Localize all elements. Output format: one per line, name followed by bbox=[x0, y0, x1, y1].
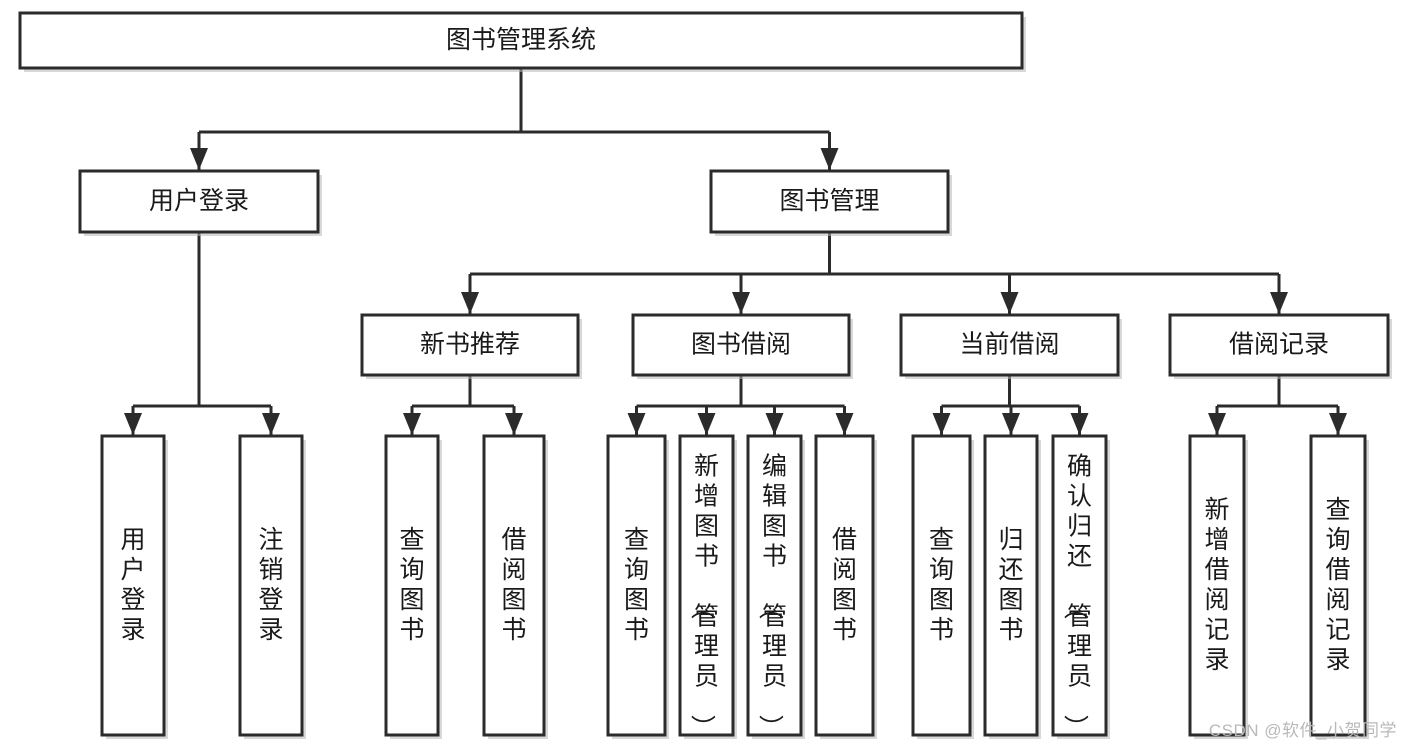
node-label: 借阅图书 bbox=[501, 526, 526, 644]
node-leaf-borrow-book-1[interactable]: 借阅图书 bbox=[482, 434, 548, 739]
arrow-head-icon bbox=[505, 413, 523, 435]
node-label: 用户登录 bbox=[149, 187, 249, 215]
node-label: 查询借阅记录 bbox=[1325, 496, 1350, 674]
node-label: 新增图书（管理员） bbox=[688, 453, 719, 740]
node-label: 当前借阅 bbox=[959, 331, 1059, 359]
node-label: 用户登录 bbox=[120, 526, 145, 644]
node-leaf-query-book-3[interactable]: 查询图书 bbox=[911, 434, 974, 739]
node-label: 借阅图书 bbox=[832, 526, 857, 644]
node-leaf-add-borrow-record[interactable]: 新增借阅记录 bbox=[1188, 434, 1248, 739]
node-label: 归还图书 bbox=[998, 526, 1023, 644]
node-root[interactable]: 图书管理系统 bbox=[18, 11, 1026, 72]
arrow-head-icon bbox=[932, 413, 951, 435]
arrow-head-icon bbox=[124, 413, 142, 435]
node-label: 新书推荐 bbox=[420, 331, 520, 359]
node-label: 图书管理 bbox=[779, 187, 879, 215]
node-current-borrow[interactable]: 当前借阅 bbox=[899, 313, 1122, 379]
node-label: 注销登录 bbox=[258, 526, 283, 644]
arrow-head-icon bbox=[1000, 292, 1019, 314]
node-leaf-edit-book[interactable]: 编辑图书（管理员） bbox=[746, 434, 805, 740]
arrow-head-icon bbox=[835, 413, 854, 435]
arrow-head-icon bbox=[190, 148, 208, 170]
node-label: 查询图书 bbox=[399, 526, 424, 644]
arrow-head-icon bbox=[1002, 413, 1020, 435]
node-label: 确认归还（管理员） bbox=[1061, 453, 1092, 740]
arrow-head-icon bbox=[461, 292, 479, 314]
node-borrow-record[interactable]: 借阅记录 bbox=[1168, 313, 1392, 379]
arrow-head-icon bbox=[1329, 413, 1347, 435]
node-leaf-add-book[interactable]: 新增图书（管理员） bbox=[678, 434, 737, 740]
node-leaf-user-login[interactable]: 用户登录 bbox=[100, 434, 168, 739]
node-user-login[interactable]: 用户登录 bbox=[78, 169, 322, 236]
node-book-borrow[interactable]: 图书借阅 bbox=[631, 313, 853, 379]
node-layer: 图书管理系统用户登录图书管理新书推荐图书借阅当前借阅借阅记录用户登录注销登录查询… bbox=[18, 11, 1392, 740]
node-new-book-recommend[interactable]: 新书推荐 bbox=[360, 313, 582, 379]
connector-layer bbox=[124, 68, 1347, 435]
arrow-head-icon bbox=[403, 413, 421, 435]
node-label: 图书借阅 bbox=[691, 331, 791, 359]
node-label: 查询图书 bbox=[929, 526, 954, 644]
arrow-head-icon bbox=[697, 413, 716, 435]
arrow-head-icon bbox=[1070, 413, 1089, 435]
node-label: 新增借阅记录 bbox=[1204, 496, 1229, 674]
node-label: 编辑图书（管理员） bbox=[756, 453, 787, 740]
node-leaf-return-book[interactable]: 归还图书 bbox=[983, 434, 1041, 739]
node-book-manage[interactable]: 图书管理 bbox=[709, 169, 952, 236]
node-leaf-borrow-book-2[interactable]: 借阅图书 bbox=[814, 434, 877, 739]
node-leaf-confirm-return[interactable]: 确认归还（管理员） bbox=[1051, 434, 1110, 740]
arrow-head-icon bbox=[627, 413, 646, 435]
arrow-head-icon bbox=[1270, 292, 1288, 314]
node-leaf-query-book-2[interactable]: 查询图书 bbox=[606, 434, 669, 739]
arrow-head-icon bbox=[1208, 413, 1226, 435]
node-leaf-logout-login[interactable]: 注销登录 bbox=[238, 434, 306, 739]
arrow-head-icon bbox=[765, 413, 784, 435]
node-label: 查询图书 bbox=[624, 526, 649, 644]
node-leaf-query-book-1[interactable]: 查询图书 bbox=[384, 434, 442, 739]
node-label: 借阅记录 bbox=[1229, 331, 1329, 359]
arrow-head-icon bbox=[262, 413, 280, 435]
arrow-head-icon bbox=[732, 292, 750, 314]
node-leaf-query-borrow-record[interactable]: 查询借阅记录 bbox=[1309, 434, 1369, 739]
node-label: 图书管理系统 bbox=[446, 26, 596, 54]
arrow-head-icon bbox=[820, 148, 839, 170]
